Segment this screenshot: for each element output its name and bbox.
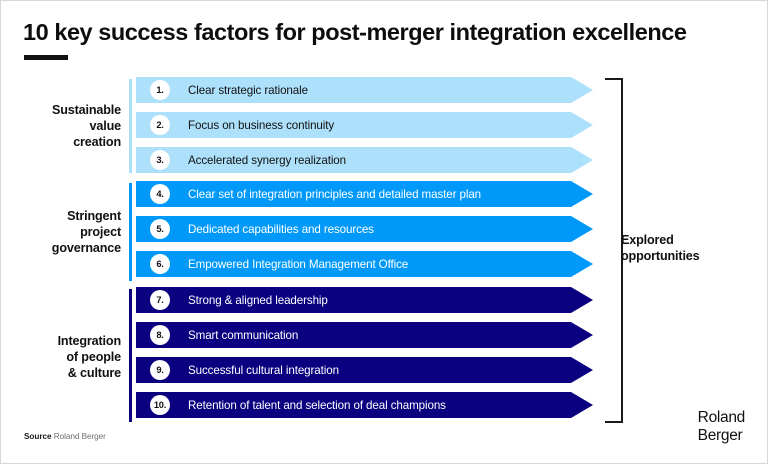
logo-line-2: Berger — [697, 426, 743, 444]
arrow-shape — [136, 322, 593, 348]
arrow-shape — [136, 112, 593, 138]
factor-number-badge: 4. — [150, 184, 170, 204]
factor-label: Clear set of integration principles and … — [188, 187, 482, 201]
explored-opportunities-bracket — [605, 78, 623, 423]
arrow-shape — [136, 357, 593, 383]
source-text: Roland Berger — [53, 432, 106, 441]
factor-label: Successful cultural integration — [188, 363, 339, 377]
group-accent-bar — [129, 79, 132, 173]
group-rows: 1. Clear strategic rationale 2. Focus on bu… — [136, 77, 767, 177]
factor-label: Accelerated synergy realization — [188, 153, 347, 167]
factor-row[interactable]: 1. Clear strategic rationale — [136, 77, 767, 103]
group-rows: 7. Strong & aligned leadership 8. Smart com… — [136, 287, 767, 426]
group-rows: 4. Clear set of integration principles an… — [136, 181, 767, 285]
arrow-shape — [136, 392, 593, 418]
factor-number-badge: 5. — [150, 219, 170, 239]
arrow-shape — [136, 216, 593, 242]
logo-line-1: Roland — [697, 409, 746, 426]
factor-row[interactable]: 6. Empowered Integration Management Offic… — [136, 251, 767, 277]
arrow-shape — [136, 287, 593, 313]
page-title: 10 key success factors for post-merger i… — [23, 19, 687, 45]
factor-number-badge: 3. — [150, 150, 170, 170]
arrow-shape — [136, 77, 593, 103]
title-underline-rule — [24, 55, 68, 60]
factor-label: Strong & aligned leadership — [188, 293, 328, 307]
factor-row[interactable]: 5. Dedicated capabilities and resources — [136, 216, 767, 242]
arrow-shape — [136, 181, 593, 207]
factor-label: Empowered Integration Management Office — [188, 257, 409, 271]
factor-label: Smart communication — [188, 328, 299, 342]
factor-label: Retention of talent and selection of dea… — [188, 398, 446, 412]
factor-number-badge: 10. — [150, 395, 170, 415]
factor-row[interactable]: 9. Successful cultural integration — [136, 357, 767, 383]
roland-berger-logo: Roland Berger — [697, 409, 746, 444]
factor-row[interactable]: 8. Smart communication — [136, 322, 767, 348]
factor-number-badge: 7. — [150, 290, 170, 310]
group-accent-bar — [129, 289, 132, 422]
factor-row[interactable]: 7. Strong & aligned leadership — [136, 287, 767, 313]
factor-row[interactable]: 3. Accelerated synergy realization — [136, 147, 767, 173]
factor-row[interactable]: 4. Clear set of integration principles an… — [136, 181, 767, 207]
factor-row[interactable]: 10. Retention of talent and selection of … — [136, 392, 767, 418]
group-accent-bar — [129, 183, 132, 281]
factor-number-badge: 8. — [150, 325, 170, 345]
factor-number-badge: 2. — [150, 115, 170, 135]
factor-number-badge: 6. — [150, 254, 170, 274]
factor-label: Clear strategic rationale — [188, 83, 308, 97]
source-prefix: Source — [24, 432, 52, 441]
arrow-shape — [136, 147, 593, 173]
factor-row[interactable]: 2. Focus on business continuity — [136, 112, 767, 138]
factor-number-badge: 1. — [150, 80, 170, 100]
factor-label: Focus on business continuity — [188, 118, 335, 132]
arrow-shape — [136, 251, 593, 277]
source-note: Source Roland Berger — [24, 432, 106, 441]
factor-number-badge: 9. — [150, 360, 170, 380]
factor-label: Dedicated capabilities and resources — [188, 222, 374, 236]
